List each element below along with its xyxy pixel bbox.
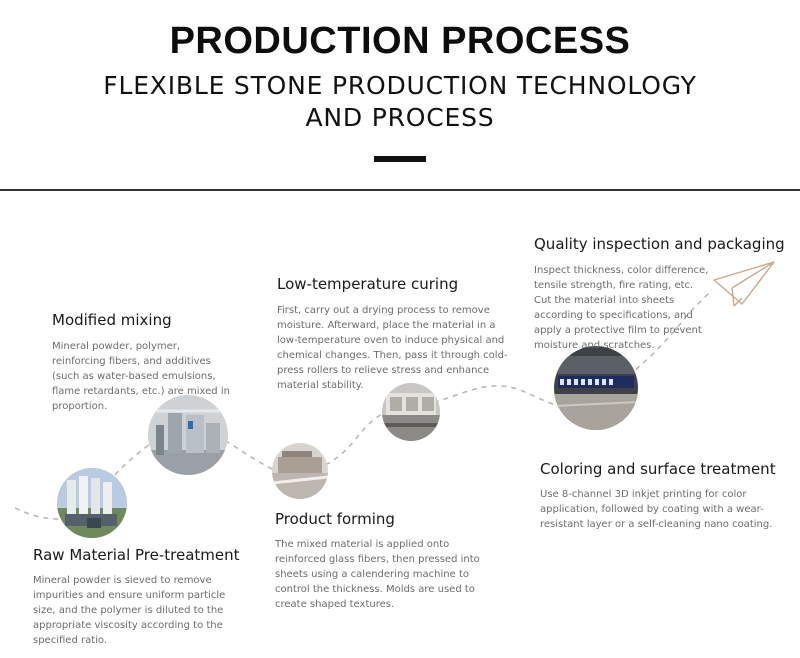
paper-plane-icon [713,261,775,307]
step-title-curing: Low-temperature curing [277,275,459,293]
step-title-quality-inspection: Quality inspection and packaging [534,235,785,253]
header-section: PRODUCTION PROCESS FLEXIBLE STONE PRODUC… [0,0,800,190]
printing-line-photo [554,346,638,430]
header-divider [0,189,800,191]
step-desc-product-forming: The mixed material is applied onto reinf… [275,539,480,610]
step-desc-modified-mixing: Mineral powder, polymer, reinforcing fib… [52,341,230,412]
step-title-modified-mixing: Modified mixing [52,311,172,329]
step-title-product-forming: Product forming [275,510,395,528]
step-title-raw-material: Raw Material Pre-treatment [33,546,240,564]
step-desc-coloring: Use 8-channel 3D inkjet printing for col… [540,489,773,530]
step-title-coloring: Coloring and surface treatment [540,460,776,478]
step-desc-curing: First, carry out a drying process to rem… [277,305,508,391]
page-title: PRODUCTION PROCESS [169,20,631,62]
title-underline-bar [374,156,426,162]
mixing-plant-photo [148,395,228,475]
curing-oven-photo [382,383,440,441]
raw-material-photo [57,468,127,538]
step-desc-raw-material: Mineral powder is sieved to remove impur… [33,575,226,646]
step-desc-quality-inspection: Inspect thickness, color difference, ten… [534,265,709,351]
forming-line-photo [272,443,328,499]
page-subtitle: FLEXIBLE STONE PRODUCTION TECHNOLOGY AND… [103,71,697,132]
